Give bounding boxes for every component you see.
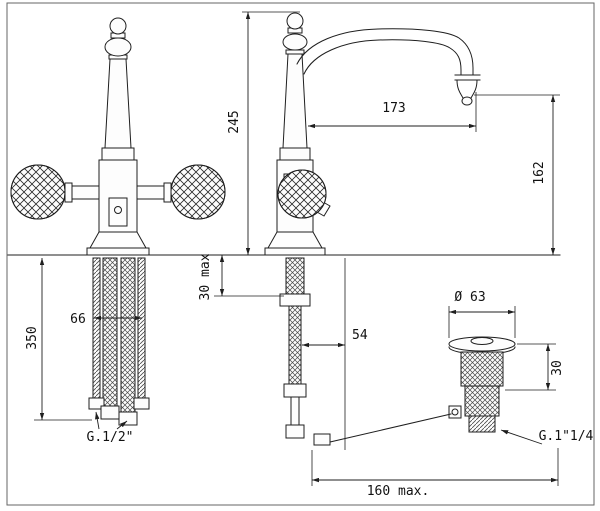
dim-label-drain-diameter: Ø 63 (454, 290, 485, 305)
dim-label-flange-height: 30 (550, 360, 565, 376)
dimension-popup-rod: 160 max. (311, 448, 559, 499)
hose-fitting (118, 411, 138, 426)
spout (296, 28, 481, 106)
dimension-spout-height: 162 (474, 94, 560, 255)
finial (286, 12, 304, 30)
dim-label-spout-reach: 173 (382, 101, 405, 116)
dim-label-total-height: 245 (227, 110, 242, 133)
dim-label-hose-length: 350 (25, 326, 40, 349)
dim-label-drain-offset: 54 (352, 328, 368, 343)
dimension-drain-diameter: Ø 63 (448, 290, 516, 338)
drawing-border (6, 2, 595, 506)
dim-label-spout-height: 162 (532, 161, 547, 184)
mounting-nut (88, 397, 105, 410)
dimension-spout-reach: 173 (308, 92, 477, 132)
supply-hoses (88, 257, 150, 426)
dimension-drain-offset: 54 (302, 258, 368, 450)
hose-fitting (100, 405, 120, 420)
mounting-nut (133, 397, 150, 410)
front-spout (108, 197, 128, 227)
front-view-faucet (10, 17, 226, 256)
popup-lever (329, 413, 452, 443)
dimension-flange-height: 30 (505, 343, 565, 391)
dimension-inlet-spacing: 66 (70, 312, 142, 327)
dimension-hose-length: 350 (25, 258, 92, 421)
finial (109, 17, 127, 35)
dim-label-inlet-spacing: 66 (70, 312, 86, 327)
popup-plug (470, 337, 494, 345)
crystal-handle-side (277, 169, 327, 219)
spout-outlet (461, 96, 473, 106)
dim-label-deck-thickness: 30 max (198, 253, 213, 300)
side-view-faucet (264, 12, 481, 256)
label-supply-thread: G.1/2" (87, 411, 134, 445)
dimension-deck-thickness: 30 max (198, 253, 284, 300)
mounting-shank (279, 257, 311, 439)
lever-end (313, 433, 331, 446)
label-drain-thread: G.1"1/4 (500, 429, 594, 445)
dim-label-popup-rod: 160 max. (367, 484, 430, 499)
drain-assembly (313, 336, 516, 446)
lever-pivot (448, 405, 462, 419)
crystal-handle-right (170, 164, 226, 220)
dimension-total-height: 245 (227, 11, 300, 255)
supply-thread-label: G.1/2" (87, 430, 134, 445)
crystal-handle-left (10, 164, 66, 220)
drain-thread-label: G.1"1/4 (539, 429, 594, 444)
